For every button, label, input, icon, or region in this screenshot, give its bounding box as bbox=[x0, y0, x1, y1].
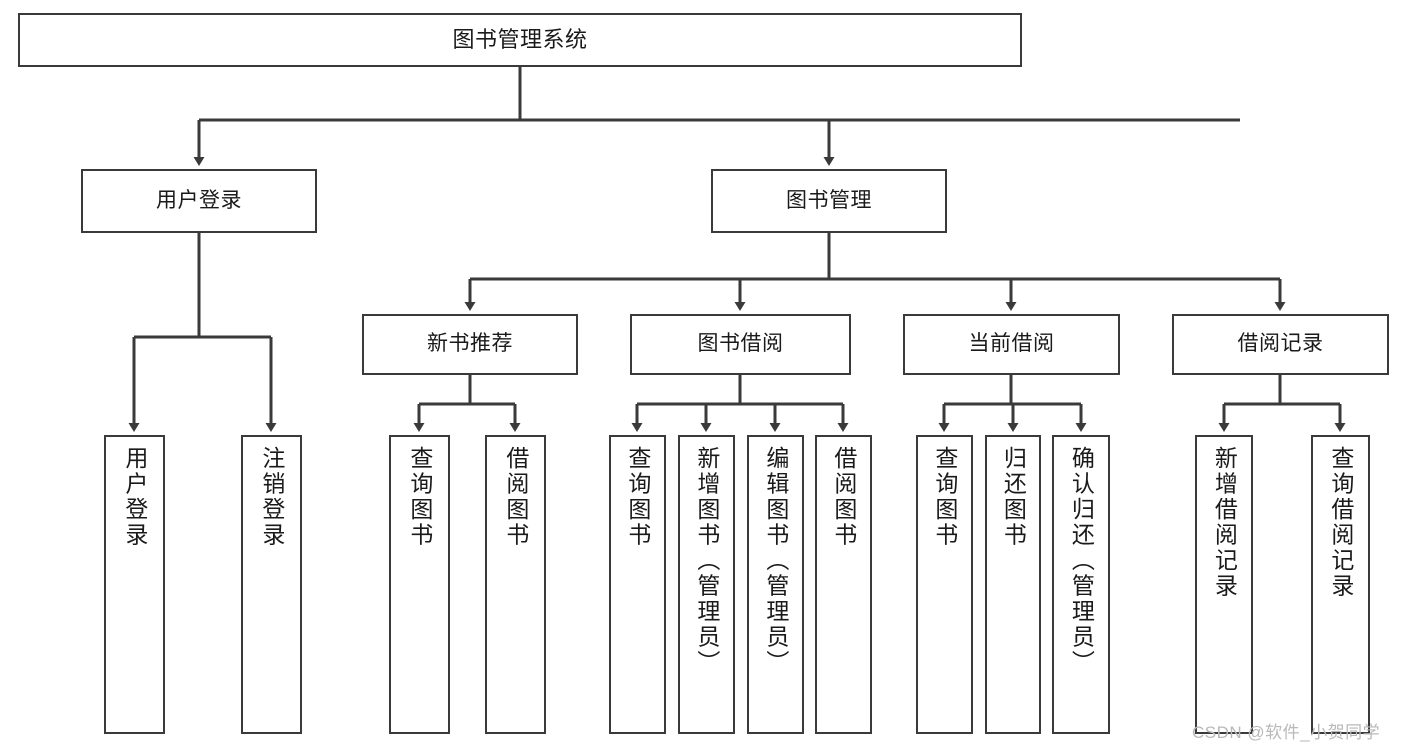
leaf-user-login[interactable]: 用户登录 bbox=[104, 435, 165, 734]
leaf-borrow-edit-book-admin[interactable]: 编辑图书（管理员） bbox=[747, 435, 804, 734]
leaf-record-add-record[interactable]: 新增借阅记录 bbox=[1195, 435, 1253, 734]
node-user-login[interactable]: 用户登录 bbox=[81, 169, 317, 233]
leaf-borrow-query-book[interactable]: 查询图书 bbox=[609, 435, 666, 734]
leaf-record-add-record-label: 新增借阅记录 bbox=[1211, 446, 1238, 599]
leaf-record-query-record-label: 查询借阅记录 bbox=[1327, 446, 1354, 599]
node-current-borrow[interactable]: 当前借阅 bbox=[903, 314, 1120, 375]
node-book-management[interactable]: 图书管理 bbox=[711, 169, 947, 233]
node-new-book-recommend-label: 新书推荐 bbox=[427, 332, 513, 356]
leaf-current-query-book[interactable]: 查询图书 bbox=[916, 435, 973, 734]
node-book-management-label: 图书管理 bbox=[786, 188, 872, 212]
leaf-current-return-book-label: 归还图书 bbox=[1000, 446, 1027, 548]
node-borrow-record[interactable]: 借阅记录 bbox=[1172, 314, 1389, 375]
node-root[interactable]: 图书管理系统 bbox=[18, 13, 1022, 67]
leaf-current-confirm-return-admin[interactable]: 确认归还（管理员） bbox=[1052, 435, 1110, 734]
node-current-borrow-label: 当前借阅 bbox=[968, 332, 1055, 356]
leaf-newbook-query-book-label: 查询图书 bbox=[406, 446, 433, 548]
leaf-user-login-label: 用户登录 bbox=[121, 446, 148, 548]
node-new-book-recommend[interactable]: 新书推荐 bbox=[362, 314, 578, 375]
leaf-current-return-book[interactable]: 归还图书 bbox=[985, 435, 1041, 734]
leaf-newbook-borrow-book-label: 借阅图书 bbox=[502, 446, 529, 548]
leaf-newbook-query-book[interactable]: 查询图书 bbox=[389, 435, 450, 734]
leaf-current-query-book-label: 查询图书 bbox=[931, 446, 958, 548]
leaf-borrow-add-book-admin-label: 新增图书（管理员） bbox=[693, 446, 720, 676]
leaf-user-logout-label: 注销登录 bbox=[258, 446, 285, 548]
node-root-label: 图书管理系统 bbox=[452, 27, 588, 53]
node-user-login-label: 用户登录 bbox=[156, 188, 242, 212]
node-book-borrow-label: 图书借阅 bbox=[697, 332, 784, 356]
leaf-record-query-record[interactable]: 查询借阅记录 bbox=[1311, 435, 1370, 734]
leaf-borrow-borrow-book[interactable]: 借阅图书 bbox=[815, 435, 872, 734]
node-borrow-record-label: 借阅记录 bbox=[1237, 332, 1324, 356]
leaf-borrow-query-book-label: 查询图书 bbox=[624, 446, 651, 548]
leaf-newbook-borrow-book[interactable]: 借阅图书 bbox=[485, 435, 546, 734]
leaf-user-logout[interactable]: 注销登录 bbox=[241, 435, 302, 734]
leaf-borrow-edit-book-admin-label: 编辑图书（管理员） bbox=[762, 446, 789, 676]
node-book-borrow[interactable]: 图书借阅 bbox=[630, 314, 851, 375]
leaf-borrow-add-book-admin[interactable]: 新增图书（管理员） bbox=[678, 435, 735, 734]
leaf-current-confirm-return-admin-label: 确认归还（管理员） bbox=[1068, 446, 1095, 676]
leaf-borrow-borrow-book-label: 借阅图书 bbox=[830, 446, 857, 548]
